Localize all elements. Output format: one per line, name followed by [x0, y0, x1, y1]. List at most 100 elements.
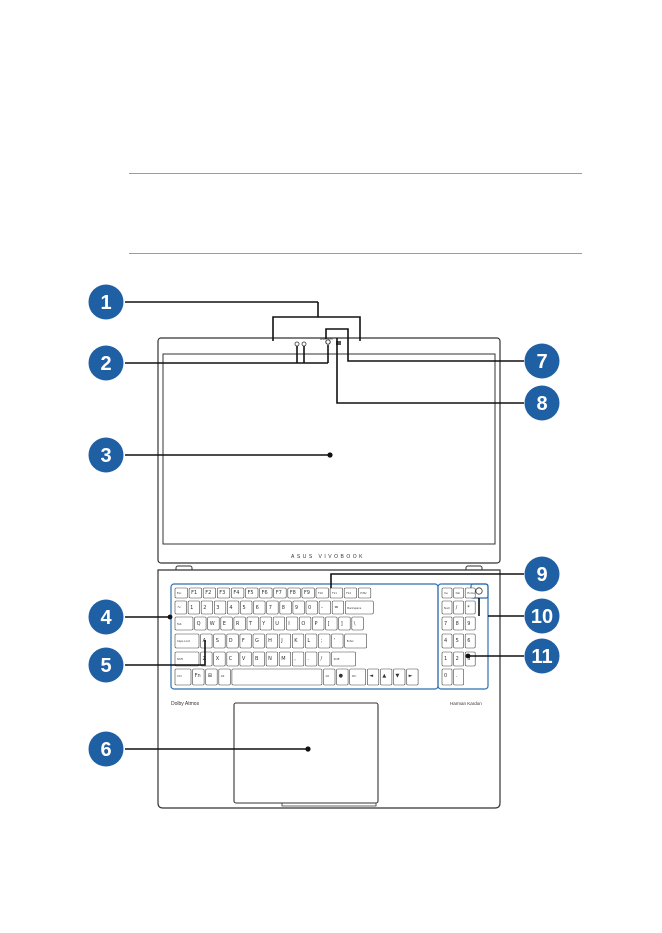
key-label: ; [321, 638, 323, 644]
key-label: F [242, 638, 245, 644]
key [305, 633, 318, 649]
callout-number: 5 [100, 655, 111, 677]
key [393, 668, 406, 686]
harman-kardon-badge: Harman Kardon [450, 701, 482, 706]
key [453, 651, 464, 667]
callout-3: 3 [88, 437, 124, 473]
key-label: F5 [248, 590, 254, 596]
key [227, 600, 240, 615]
key [453, 633, 464, 649]
key-label: 5 [243, 605, 246, 611]
key [272, 616, 286, 631]
key [441, 651, 453, 667]
key-label: Ins [444, 591, 448, 595]
key [441, 633, 453, 649]
key-label: 5 [456, 638, 459, 644]
key-label: Shift [334, 657, 340, 661]
key [239, 651, 252, 667]
key-label: R [236, 621, 240, 627]
key [205, 668, 218, 686]
key-label: J [280, 638, 282, 644]
key [279, 600, 292, 615]
key-label: F1 [191, 590, 197, 596]
key-label: 8 [456, 621, 459, 627]
key-label: F3 [219, 590, 225, 596]
display-screen [162, 353, 496, 545]
key [305, 600, 318, 615]
callout-number: 4 [100, 607, 112, 629]
key-label: F11 [332, 591, 337, 595]
key-label: 6 [467, 638, 470, 644]
key-label: D [229, 638, 233, 644]
key-label: F4 [233, 590, 239, 596]
key [301, 587, 315, 599]
key-label: F12 [346, 591, 351, 595]
key-label: 4 [444, 638, 447, 644]
key [406, 668, 419, 686]
key-label: ~ [177, 605, 181, 611]
key [218, 668, 231, 686]
key [366, 668, 380, 686]
key [174, 651, 200, 667]
callout-circle [524, 385, 560, 421]
callout-circle [88, 599, 124, 635]
leader-lines [125, 301, 524, 750]
key-label: F9 [304, 590, 310, 596]
key-label: ► [409, 673, 413, 679]
key [200, 633, 213, 649]
callout-circle [88, 345, 124, 381]
key [325, 616, 338, 631]
key [266, 600, 279, 615]
key [318, 600, 331, 615]
key [349, 668, 367, 686]
key-label: 2 [203, 605, 206, 611]
callout-8: 8 [524, 385, 560, 421]
key [338, 616, 351, 631]
key-label: Alt [221, 674, 225, 678]
key-label: 3 [467, 656, 470, 662]
leader-dots [167, 452, 471, 752]
key-label: E [223, 621, 226, 627]
key-label: ] [341, 621, 343, 627]
key [231, 587, 245, 599]
key [441, 616, 453, 631]
key [200, 651, 213, 667]
key-label: 6 [256, 605, 259, 611]
key-label: Ctrl [177, 674, 182, 678]
key [441, 587, 453, 599]
key-label: - [321, 605, 323, 611]
key-label: Ctrl [352, 674, 357, 678]
key-label: . [307, 656, 309, 662]
key [331, 651, 356, 667]
callout-circle [88, 731, 124, 767]
key-label: G [255, 638, 259, 644]
key-label: 9 [295, 605, 298, 611]
key [174, 616, 194, 631]
key [464, 616, 476, 631]
key [343, 587, 358, 599]
key-label: PrtSc [360, 591, 367, 595]
key [214, 600, 227, 615]
callout-1: 1 [88, 284, 124, 320]
callout-circle [88, 284, 124, 320]
key-label: Enter [347, 639, 355, 643]
key [192, 668, 205, 686]
key-label: B [255, 656, 259, 662]
key-label: H [268, 638, 272, 644]
key-label: 3 [216, 605, 219, 611]
callout-number: 11 [531, 646, 552, 668]
key [351, 616, 364, 631]
key-label: Caps Lock [177, 639, 191, 643]
key-label: O [301, 621, 305, 627]
hinge-logo: ASUS VIVOBOOK [291, 554, 365, 560]
touchpad-notch [281, 803, 377, 807]
key [291, 633, 305, 649]
callout-circle [524, 343, 560, 379]
key [292, 600, 305, 615]
key-label: = [334, 605, 338, 611]
callout-circle [524, 598, 560, 634]
key-label: 4 [229, 605, 232, 611]
key-label: Del [456, 591, 461, 595]
